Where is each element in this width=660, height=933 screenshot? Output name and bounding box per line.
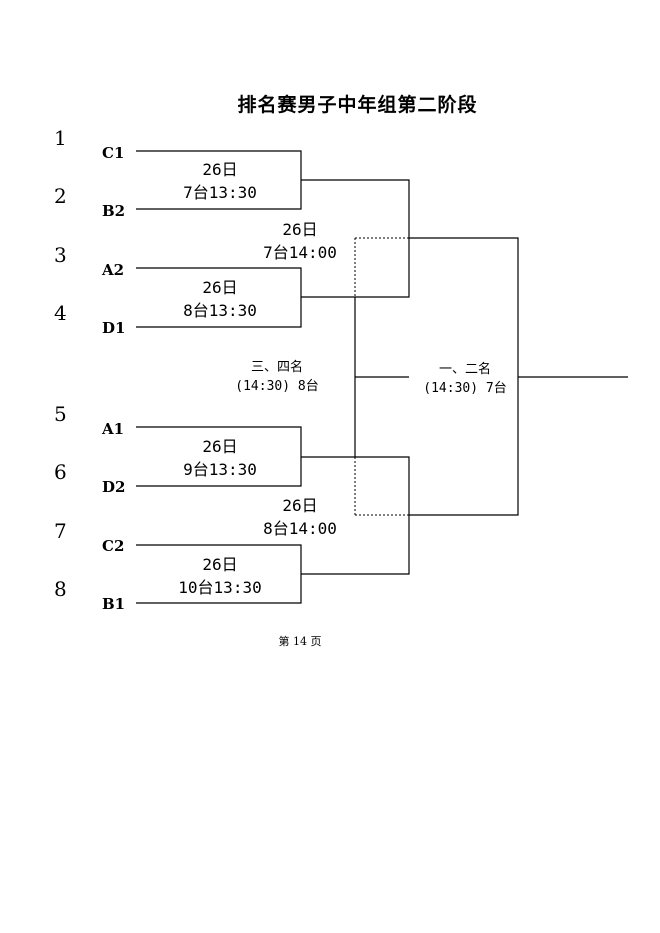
- match-date: 26日: [282, 496, 318, 515]
- team-label: D1: [102, 319, 126, 337]
- match-time: 9台13:30: [183, 460, 257, 479]
- seed-rank: 8: [54, 577, 67, 601]
- match-info-r1m3: 26日 9台13:30: [160, 435, 280, 481]
- team-label: D2: [102, 478, 126, 496]
- seed-rank: 1: [54, 126, 67, 150]
- match-info-r1m4: 26日 10台13:30: [160, 553, 280, 599]
- match-time: 7台13:30: [183, 183, 257, 202]
- team-label: C2: [102, 537, 125, 555]
- page-title: 排名赛男子中年组第二阶段: [237, 94, 478, 116]
- seed-rank: 6: [54, 460, 67, 484]
- match-info-semi2: 26日 8台14:00: [240, 494, 360, 540]
- match-time: 8台13:30: [183, 301, 257, 320]
- match-info-r1m1: 26日 7台13:30: [160, 158, 280, 204]
- seed-rank: 3: [54, 243, 67, 267]
- match-date: 26日: [202, 555, 238, 574]
- seed-rank: 7: [54, 519, 67, 543]
- match-date: 26日: [202, 278, 238, 297]
- team-label: B2: [102, 202, 126, 220]
- team-label: C1: [102, 144, 125, 162]
- final-match: 一、二名 (14:30) 7台: [410, 360, 520, 398]
- team-label: B1: [102, 595, 126, 613]
- match-time: 8台14:00: [263, 519, 337, 538]
- final-detail: (14:30) 7台: [423, 381, 507, 396]
- match-time: 10台13:30: [178, 578, 262, 597]
- final-title: 一、二名: [438, 362, 491, 377]
- team-label: A2: [102, 261, 125, 279]
- match-info-r1m2: 26日 8台13:30: [160, 276, 280, 322]
- match-date: 26日: [282, 220, 318, 239]
- match-date: 26日: [202, 160, 238, 179]
- seed-rank: 4: [54, 301, 67, 325]
- third-place-match: 三、四名 (14:30) 8台: [222, 358, 332, 396]
- match-time: 7台14:00: [263, 243, 337, 262]
- match-date: 26日: [202, 437, 238, 456]
- page-number: 第 14 页: [278, 635, 322, 648]
- match-info-semi1: 26日 7台14:00: [240, 218, 360, 264]
- third-place-title: 三、四名: [250, 360, 303, 375]
- seed-rank: 5: [54, 402, 67, 426]
- team-label: A1: [102, 420, 125, 438]
- third-place-detail: (14:30) 8台: [235, 379, 319, 394]
- seed-rank: 2: [54, 184, 67, 208]
